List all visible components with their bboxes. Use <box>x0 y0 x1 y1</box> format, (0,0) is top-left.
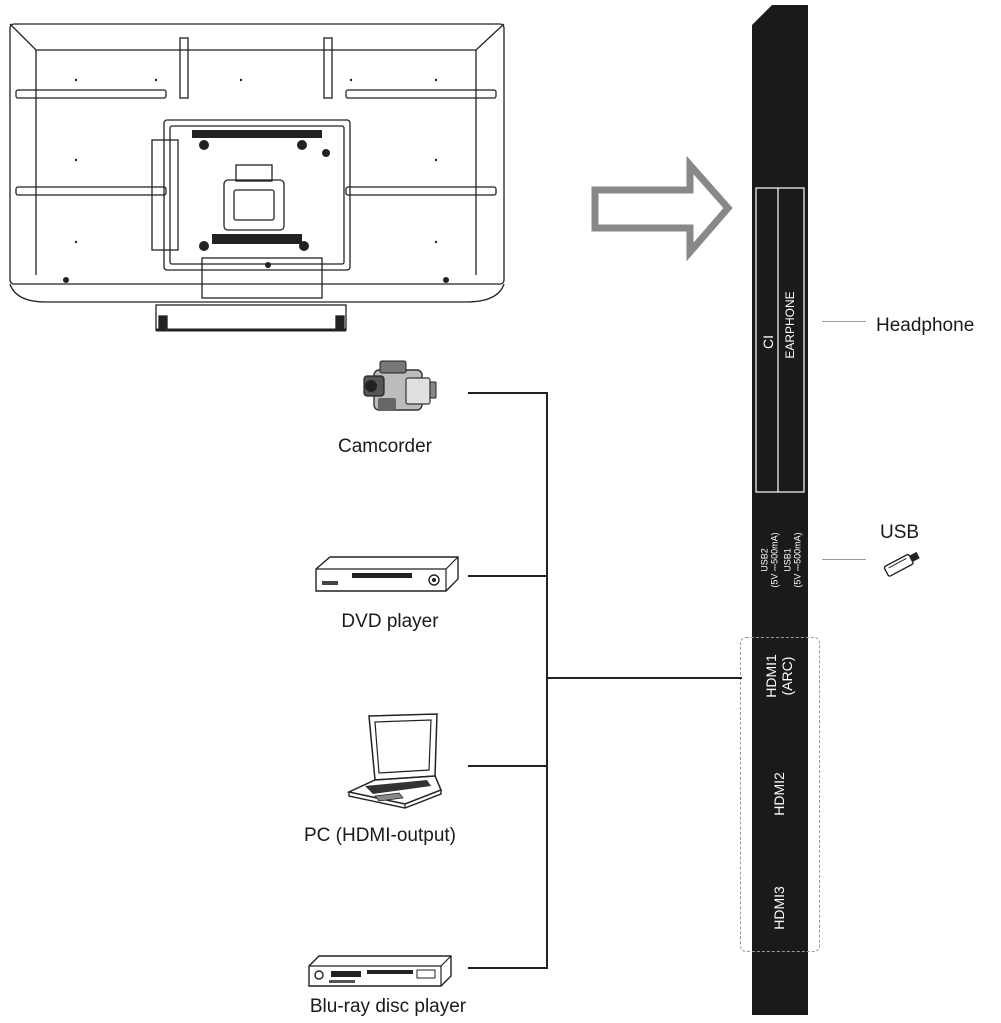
trunk-line <box>546 392 548 969</box>
dvd-connector-line <box>468 575 548 577</box>
earphone-port-label: EARPHONE <box>783 291 798 359</box>
bluray-connector-line <box>468 967 548 969</box>
usb-drive-icon <box>883 551 920 577</box>
right-arrow-icon <box>591 155 733 262</box>
pc-connector-line <box>468 765 548 767</box>
pc-label: PC (HDMI-output) <box>303 825 457 846</box>
headphone-label: Headphone <box>876 315 975 336</box>
usb2-port-label: USB2 (5V ⎓500mA) <box>759 532 780 588</box>
hdmi-feed-line <box>546 677 742 679</box>
headphone-guide-line <box>822 321 866 322</box>
camcorder-connector-line <box>468 392 548 394</box>
usb-label: USB <box>880 522 920 543</box>
tv-back-icon <box>9 23 505 332</box>
dvd-player-icon <box>315 556 459 592</box>
ci-label: CI <box>759 335 776 349</box>
camcorder-label: Camcorder <box>338 436 432 457</box>
bluray-label: Blu-ray disc player <box>309 996 467 1017</box>
usb-guide-line <box>822 559 866 560</box>
bluray-player-icon <box>308 955 452 987</box>
camcorder-icon <box>363 360 437 411</box>
hdmi-group-box <box>740 637 820 952</box>
laptop-icon <box>346 713 442 809</box>
usb1-port-label: USB1 (5V ⎓500mA) <box>782 532 803 588</box>
side-panel <box>752 5 808 1015</box>
dvd-player-label: DVD player <box>341 611 439 632</box>
